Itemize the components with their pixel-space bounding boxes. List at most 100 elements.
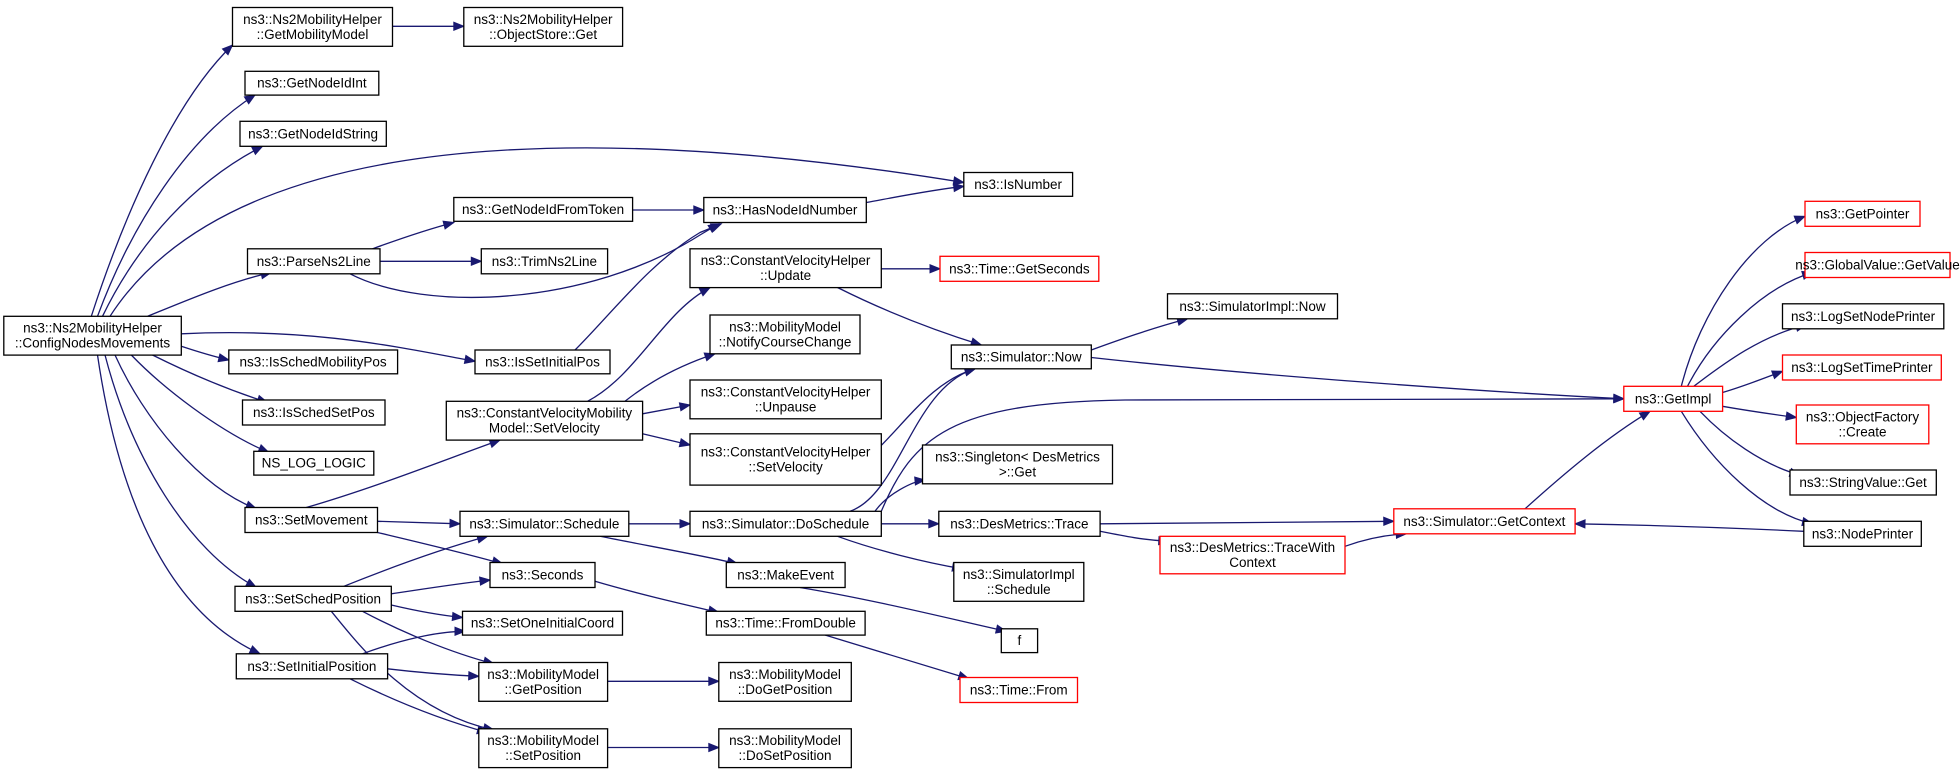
node-setOneInitialCoord[interactable]: ns3::SetOneInitialCoord: [461, 610, 624, 636]
node-label: ns3::IsSetInitialPos: [485, 354, 600, 369]
node-simGetContext[interactable]: ns3::Simulator::GetContext: [1393, 508, 1576, 535]
node-box: [689, 510, 882, 537]
node-simNow[interactable]: ns3::Simulator::Now: [950, 344, 1092, 370]
node-nodePrinter[interactable]: ns3::NodePrinter: [1803, 520, 1922, 547]
node-box: [239, 120, 387, 147]
node-label: ns3::SetMovement: [255, 513, 368, 528]
node-getImpl[interactable]: ns3::GetImpl: [1623, 385, 1724, 412]
node-label: ns3::MobilityModel: [729, 319, 841, 334]
node-isSetInitialPos[interactable]: ns3::IsSetInitialPos: [474, 349, 611, 375]
edge-line: [594, 580, 719, 614]
edge-root-to-getMobilityModel: [90, 44, 234, 317]
node-setSchedPosition[interactable]: ns3::SetSchedPosition: [234, 585, 392, 612]
node-box: [445, 400, 644, 441]
node-label: ns3::MakeEvent: [737, 568, 834, 583]
node-box: [246, 248, 381, 275]
node-mmDoSetPosition[interactable]: ns3::MobilityModel::DoSetPosition: [718, 728, 852, 769]
node-mmSetPosition[interactable]: ns3::MobilityModel::SetPosition: [478, 728, 609, 769]
node-getNodeIdInt[interactable]: ns3::GetNodeIdInt: [244, 70, 380, 96]
node-isSchedSetPos[interactable]: ns3::IsSchedSetPos: [241, 399, 386, 426]
node-seconds[interactable]: ns3::Seconds: [489, 561, 596, 589]
node-label: ns3::IsNumber: [974, 177, 1062, 192]
node-stringValueGet[interactable]: ns3::StringValue::Get: [1789, 469, 1937, 496]
edge-line: [624, 353, 716, 402]
node-mmGetPosition[interactable]: ns3::MobilityModel::GetPosition: [478, 661, 609, 702]
node-label: Model::SetVelocity: [489, 421, 600, 436]
node-globalValueGetValue[interactable]: ns3::GlobalValue::GetValue: [1795, 251, 1960, 279]
node-setInitialPosition[interactable]: ns3::SetInitialPosition: [235, 653, 389, 680]
edge-line: [587, 286, 711, 402]
node-nsLogLogic[interactable]: NS_LOG_LOGIC: [253, 450, 375, 476]
node-label: ns3::GetNodeIdInt: [257, 76, 367, 91]
edge-setSchedPosition-to-simSchedule: [343, 534, 489, 587]
node-cvhSetVelocity[interactable]: ns3::ConstantVelocityHelper::SetVelocity: [689, 433, 882, 486]
node-simImplNow[interactable]: ns3::SimulatorImpl::Now: [1166, 293, 1339, 320]
node-desTrace[interactable]: ns3::DesMetrics::Trace: [938, 510, 1101, 537]
node-getMobilityModel[interactable]: ns3::Ns2MobilityHelper::GetMobilityModel: [231, 6, 394, 47]
edge-getImpl-to-stringValueGet: [1699, 410, 1802, 477]
arrow-head: [1383, 516, 1396, 527]
node-logSetTimePrinter[interactable]: ns3::LogSetTimePrinter: [1781, 354, 1942, 381]
edge-simNow-to-simImplNow: [1091, 316, 1189, 351]
arrow-head: [708, 676, 721, 687]
node-label: ns3::DesMetrics::Trace: [950, 516, 1088, 531]
node-cvhUnpause[interactable]: ns3::ConstantVelocityHelper::Unpause: [689, 379, 882, 420]
node-timeGetSeconds[interactable]: ns3::Time::GetSeconds: [939, 255, 1100, 282]
node-box: [689, 248, 882, 289]
arrow-head: [470, 256, 483, 267]
node-box: [725, 561, 846, 589]
node-getNodeIdString[interactable]: ns3::GetNodeIdString: [239, 120, 387, 147]
nodes: ns3::Ns2MobilityHelper::ConfigNodesMovem…: [3, 6, 1960, 769]
edge-root-to-isSetInitialPos: [181, 331, 477, 365]
node-label: ns3::MobilityModel: [487, 733, 599, 748]
node-singletonGet[interactable]: ns3::Singleton< DesMetrics>::Get: [921, 444, 1114, 485]
node-getPointer[interactable]: ns3::GetPointer: [1804, 200, 1921, 227]
node-label: NS_LOG_LOGIC: [262, 456, 367, 471]
node-parseNs2Line[interactable]: ns3::ParseNs2Line: [246, 248, 381, 275]
arrow-head: [1573, 519, 1586, 529]
node-logSetNodePrinter[interactable]: ns3::LogSetNodePrinter: [1781, 303, 1945, 330]
node-simSchedule[interactable]: ns3::Simulator::Schedule: [459, 510, 630, 537]
node-isSchedMobilityPos[interactable]: ns3::IsSchedMobilityPos: [228, 349, 399, 375]
node-box: [235, 653, 389, 680]
node-timeFrom[interactable]: ns3::Time::From: [959, 676, 1079, 704]
arrow-head: [678, 402, 692, 412]
edge-line: [362, 610, 494, 665]
node-simImplSchedule[interactable]: ns3::SimulatorImpl::Schedule: [953, 561, 1085, 602]
node-mmDoGetPosition[interactable]: ns3::MobilityModel::DoGetPosition: [718, 661, 852, 702]
node-box: [228, 349, 399, 375]
arrow-head: [929, 264, 942, 274]
node-setMovement[interactable]: ns3::SetMovement: [244, 506, 379, 534]
node-cvmSetVelocity[interactable]: ns3::ConstantVelocityMobilityModel::SetV…: [445, 400, 644, 441]
node-box: [241, 399, 386, 426]
node-objectStoreGet[interactable]: ns3::Ns2MobilityHelper::ObjectStore::Get: [463, 6, 624, 47]
arrow-head: [678, 437, 692, 448]
arrow-head: [454, 626, 467, 637]
edge-simGetContext-to-getImpl: [1524, 410, 1652, 510]
node-getNodeIdFromToken[interactable]: ns3::GetNodeIdFromToken: [453, 196, 634, 222]
arrow-head: [449, 518, 462, 529]
node-label: ns3::Singleton< DesMetrics: [935, 449, 1100, 464]
node-f[interactable]: f: [1000, 628, 1039, 654]
node-label: ns3::GetPointer: [1816, 206, 1910, 221]
node-trimNs2Line[interactable]: ns3::TrimNs2Line: [480, 248, 609, 275]
arrow-head: [693, 205, 706, 215]
node-mmNotify[interactable]: ns3::MobilityModel::NotifyCourseChange: [709, 314, 861, 355]
node-simDoSchedule[interactable]: ns3::Simulator::DoSchedule: [689, 510, 882, 537]
edge-line: [114, 354, 257, 510]
node-box: [1623, 385, 1724, 412]
node-objectFactoryCreate[interactable]: ns3::ObjectFactory::Create: [1795, 404, 1930, 445]
node-cvhUpdate[interactable]: ns3::ConstantVelocityHelper::Update: [689, 248, 882, 289]
node-hasNodeIdNumber[interactable]: ns3::HasNodeIdNumber: [703, 196, 867, 224]
node-root[interactable]: ns3::Ns2MobilityHelper::ConfigNodesMovem…: [3, 315, 182, 356]
edge-mmGetPosition-to-mmDoGetPosition: [607, 676, 721, 687]
edge-setSchedPosition-to-setOneInitialCoord: [391, 604, 464, 622]
node-timeFromDouble[interactable]: ns3::Time::FromDouble: [705, 610, 866, 636]
edge-line: [101, 145, 263, 317]
edge-line: [599, 535, 738, 565]
node-makeEvent[interactable]: ns3::MakeEvent: [725, 561, 846, 589]
node-isNumber[interactable]: ns3::IsNumber: [963, 171, 1074, 197]
node-box: [463, 6, 624, 47]
edge-setSchedPosition-to-seconds: [391, 576, 492, 595]
